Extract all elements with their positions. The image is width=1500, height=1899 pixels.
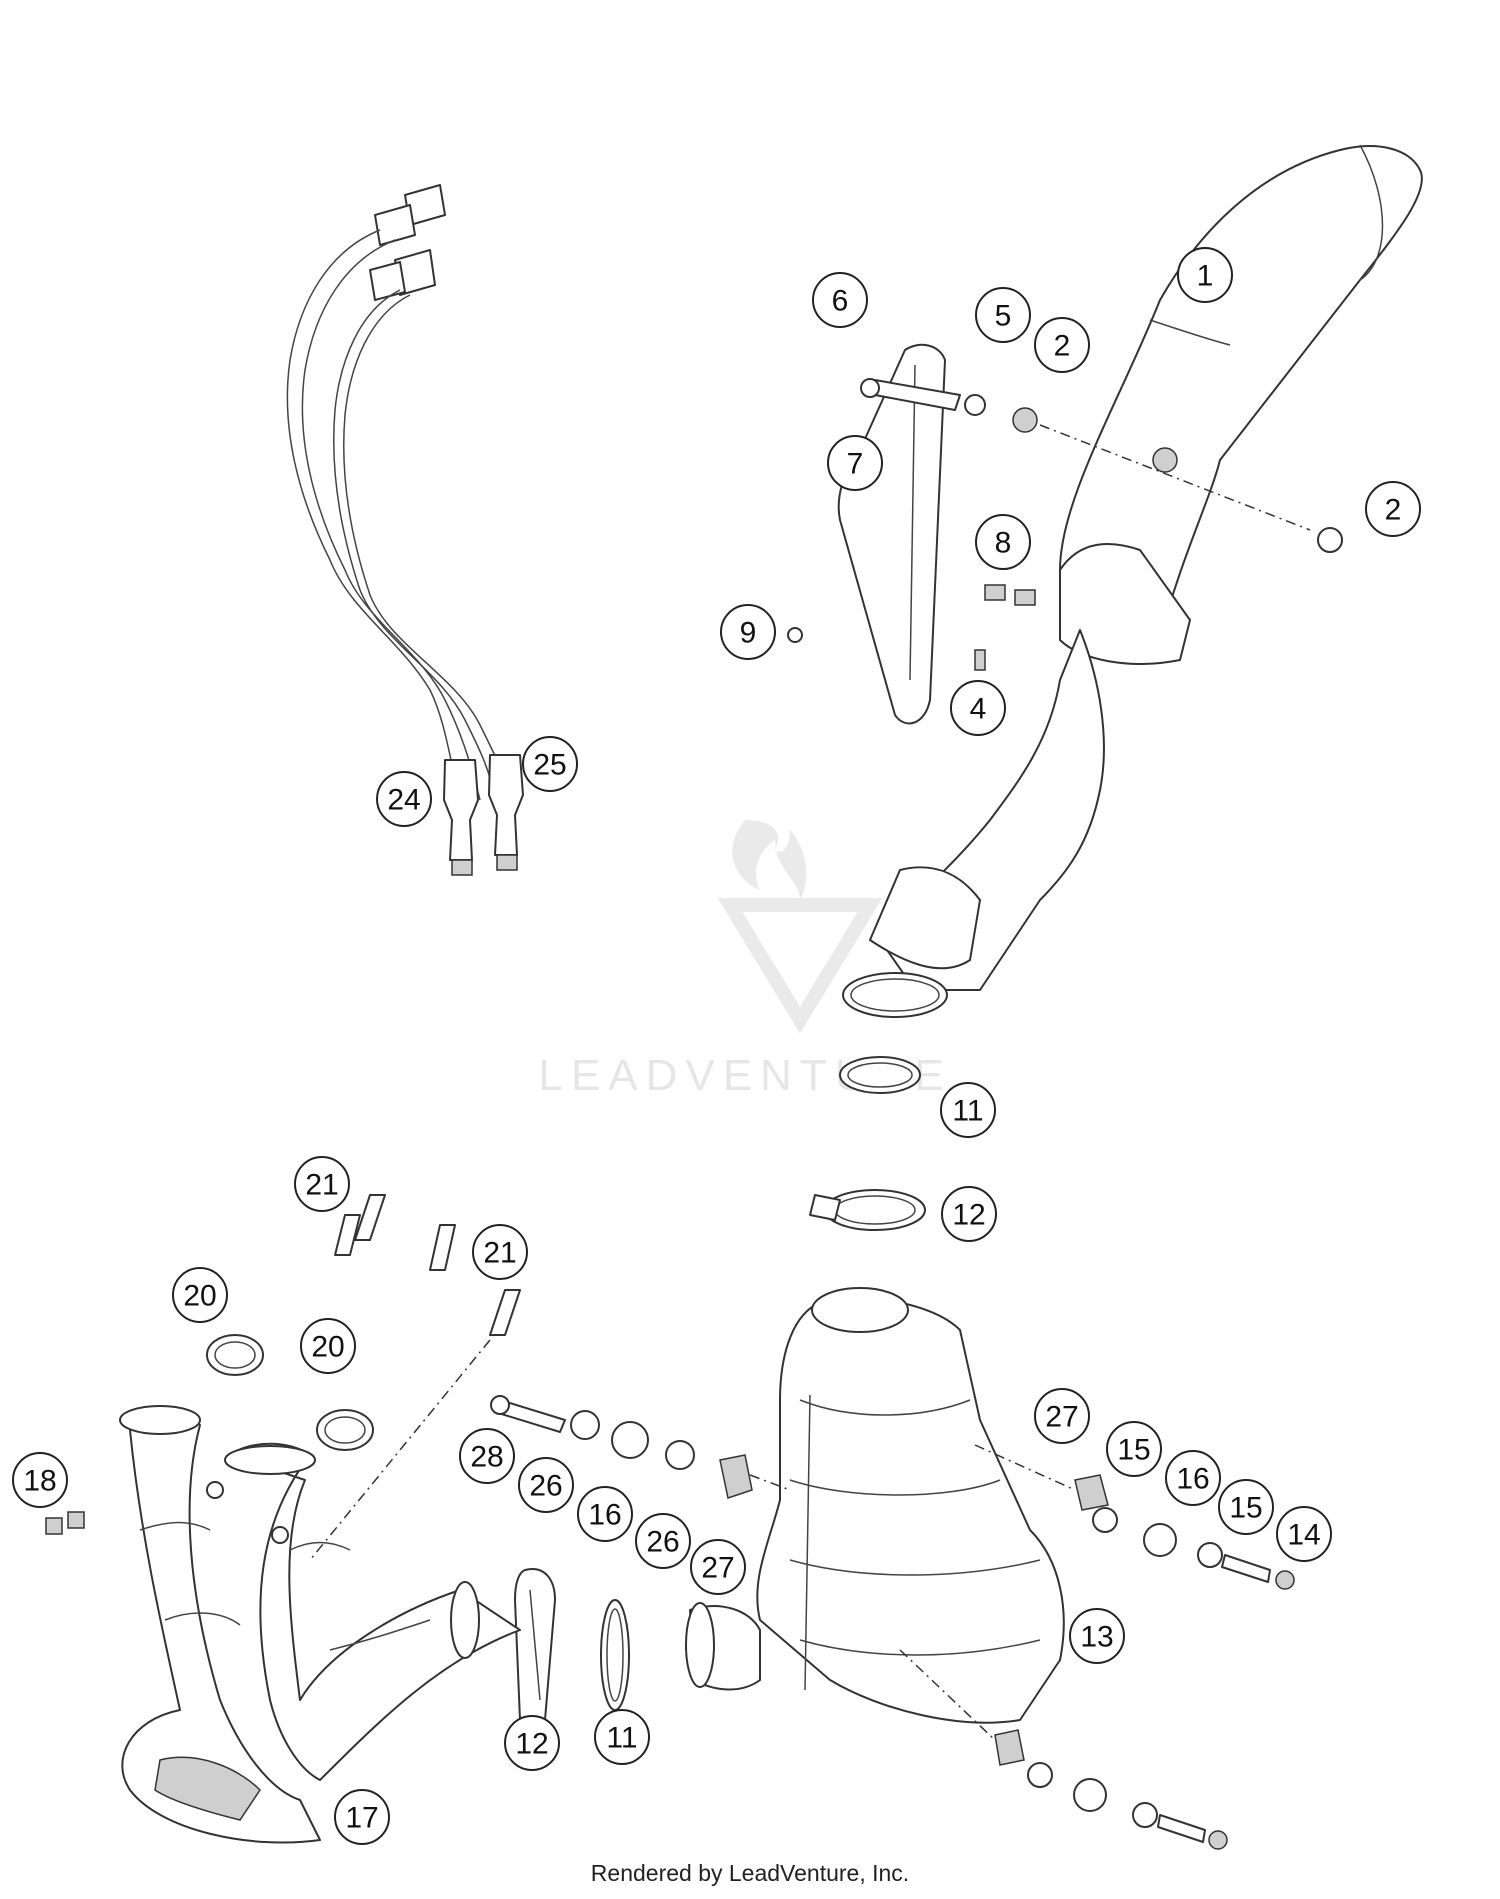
link-pipe [842,629,1105,1018]
svg-text:9: 9 [740,617,757,650]
svg-text:12: 12 [952,1199,985,1232]
callout-20: 20 [300,1318,356,1374]
svg-text:27: 27 [701,1552,734,1585]
footer-credit: Rendered by LeadVenture, Inc. [590,1860,910,1886]
callout-7: 7 [827,435,883,491]
callout-8: 8 [975,514,1031,570]
svg-text:15: 15 [1117,1434,1150,1467]
callout-16: 16 [577,1486,633,1542]
callout-2: 2 [1365,481,1421,537]
exhaust-studs [309,1194,521,1561]
muffler-hardware [787,378,1343,671]
svg-text:2: 2 [1385,494,1402,527]
svg-text:14: 14 [1287,1519,1320,1552]
svg-text:26: 26 [529,1470,562,1503]
callout-9: 9 [720,604,776,660]
svg-text:2: 2 [1054,330,1071,363]
muffler [1059,144,1423,665]
svg-text:28: 28 [470,1441,503,1474]
flame-logo-icon [732,820,807,900]
svg-text:11: 11 [952,1095,983,1128]
svg-text:4: 4 [970,693,987,726]
callout-24: 24 [376,771,432,827]
svg-text:21: 21 [305,1169,338,1202]
svg-text:12: 12 [515,1728,548,1761]
svg-text:16: 16 [1176,1463,1209,1496]
lambda-sensor-harness [286,184,524,876]
callout-27: 27 [1034,1388,1090,1444]
svg-text:25: 25 [533,749,566,782]
callout-15: 15 [1218,1479,1274,1535]
callout-6: 6 [812,272,868,328]
callout-16: 16 [1165,1450,1221,1506]
callout-18: 18 [12,1452,68,1508]
svg-text:20: 20 [183,1280,216,1313]
callout-14: 14 [1276,1506,1332,1562]
svg-text:13: 13 [1080,1621,1113,1654]
svg-text:16: 16 [588,1499,621,1532]
pre-silencer-mount-hardware [490,1395,1295,1850]
callout-25: 25 [522,736,578,792]
svg-text:15: 15 [1229,1492,1262,1525]
callout-21: 21 [294,1156,350,1212]
svg-text:8: 8 [995,527,1012,560]
svg-text:11: 11 [606,1722,637,1755]
callout-2: 2 [1034,317,1090,373]
svg-text:5: 5 [995,300,1012,333]
callout-11: 11 [940,1082,996,1138]
svg-text:27: 27 [1045,1401,1078,1434]
callout-27: 27 [690,1539,746,1595]
exhaust-port-gaskets [206,1334,374,1451]
outlet-gasket-clamp [809,1056,926,1231]
callout-12: 12 [941,1186,997,1242]
callout-17: 17 [334,1789,390,1845]
callout-21: 21 [472,1224,528,1280]
callout-13: 13 [1069,1608,1125,1664]
callout-20: 20 [172,1267,228,1323]
svg-text:7: 7 [847,448,864,481]
callout-26: 26 [518,1457,574,1513]
callout-11: 11 [594,1709,650,1765]
callout-4: 4 [950,680,1006,736]
callout-1: 1 [1177,247,1233,303]
svg-text:17: 17 [345,1802,378,1835]
header-gasket-clamp [514,1568,630,1733]
svg-text:20: 20 [311,1331,344,1364]
callout-26: 26 [635,1513,691,1569]
flange-nuts [45,1481,289,1544]
svg-text:24: 24 [387,784,420,817]
manifold-header [119,1405,521,1844]
callout-15: 15 [1106,1421,1162,1477]
svg-text:18: 18 [23,1465,56,1498]
svg-text:21: 21 [483,1237,516,1270]
pre-silencer [685,1287,1065,1724]
callout-5: 5 [975,287,1031,343]
svg-text:26: 26 [646,1526,679,1559]
callout-28: 28 [459,1428,515,1484]
svg-text:6: 6 [832,285,849,318]
callout-12: 12 [504,1715,560,1771]
chevron-logo-icon [717,898,883,1034]
svg-text:1: 1 [1197,260,1214,293]
